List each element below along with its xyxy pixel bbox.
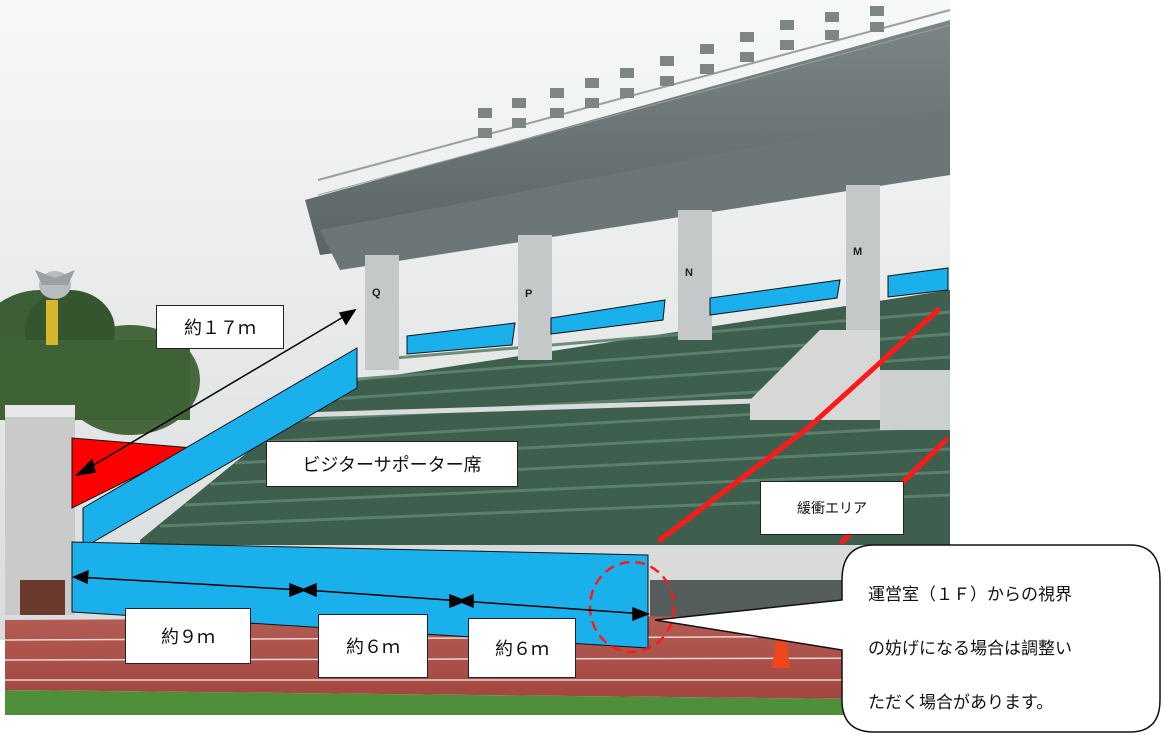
stand-wall bbox=[880, 370, 950, 430]
restricted-zone bbox=[71, 437, 195, 509]
mascot-statue bbox=[35, 270, 75, 345]
label-buffer-area: 緩衝エリア bbox=[760, 481, 904, 535]
upper-tier-zones bbox=[406, 267, 949, 355]
pillar-letter-n: N bbox=[685, 267, 693, 279]
pillar-letter-m: M bbox=[853, 246, 862, 258]
left-building bbox=[5, 405, 75, 615]
callout-bubble bbox=[654, 544, 1161, 733]
viewpoint-circle bbox=[588, 560, 676, 654]
callout-line-2: の妨げになる場合は調整い bbox=[868, 639, 1072, 659]
measure-arrows bbox=[72, 308, 651, 622]
label-overall-length: 約１７ｍ bbox=[156, 305, 284, 349]
roof-rail-lower bbox=[317, 24, 951, 196]
visitor-seat-zone-upper bbox=[82, 347, 358, 549]
roof-underside bbox=[320, 110, 950, 270]
callout-line-3: ただく場合があります。 bbox=[868, 693, 1054, 713]
callout-line-1: 運営室（１Ｆ）からの視界 bbox=[868, 585, 1072, 605]
trees bbox=[0, 290, 200, 435]
grass bbox=[5, 690, 950, 715]
label-segment-6m-second: 約６ｍ bbox=[468, 618, 576, 678]
stair-tower bbox=[750, 330, 880, 420]
pillar-letter-q: Q bbox=[372, 287, 381, 299]
pillar-letters: Q P N M bbox=[372, 246, 862, 300]
label-visitor-seats: ビジターサポーター席 bbox=[266, 441, 518, 487]
pillar-letter-p: P bbox=[525, 288, 532, 300]
label-segment-9m: 約９ｍ bbox=[125, 608, 251, 664]
pillars bbox=[365, 185, 880, 370]
roof bbox=[305, 20, 950, 255]
label-segment-6m-first: 約６ｍ bbox=[318, 614, 428, 678]
floodlights bbox=[478, 6, 884, 138]
